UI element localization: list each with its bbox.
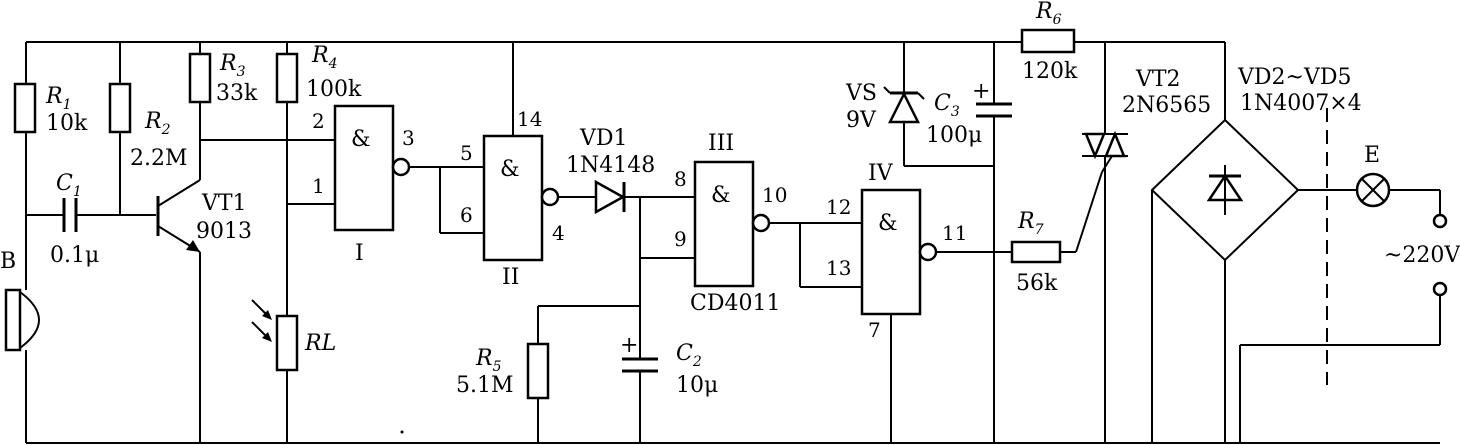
svg-text:R2: R2 <box>144 109 171 138</box>
gate-ii-pin-vdd: 14 <box>517 107 542 131</box>
r4-value: 100k <box>306 77 362 102</box>
resistor-r6: R6 120k <box>1020 0 1078 84</box>
gate-iv-pin-a: 12 <box>826 195 851 219</box>
svg-text:C3: C3 <box>934 91 960 120</box>
svg-text:R3: R3 <box>219 51 246 80</box>
vd1-value: 1N4148 <box>566 153 655 178</box>
resistor-r2: R2 2.2M <box>108 42 188 215</box>
resistor-r4: R4 100k <box>275 42 362 316</box>
microphone-b: B <box>0 249 40 352</box>
gate-i-pin-b: 1 <box>312 174 325 198</box>
gate-ii-pin-b: 6 <box>460 203 473 227</box>
resistor-r7: R7 56k <box>1010 171 1103 296</box>
ic-label: CD4011 <box>690 291 780 316</box>
c3-value: 100μ <box>926 123 982 148</box>
c2-value: 10μ <box>676 373 718 398</box>
gate-iv-pin-b: 13 <box>826 256 851 280</box>
svg-text:R5: R5 <box>475 346 502 375</box>
svg-text:&: & <box>878 211 898 236</box>
svg-text:C2: C2 <box>676 341 702 370</box>
rl-label: RL <box>304 331 336 356</box>
svg-text:+: + <box>620 333 638 358</box>
bridge-rectifier: VD2~VD5 1N4007×4 <box>1150 42 1362 443</box>
svg-text:&: & <box>711 183 731 208</box>
r3-value: 33k <box>216 81 258 106</box>
vt1-label: VT1 <box>201 191 247 216</box>
svg-text:R6: R6 <box>1035 0 1062 28</box>
vt2-label: VT2 <box>1135 67 1181 92</box>
supply-label: ~220V <box>1384 243 1460 268</box>
gate-i-pin-out: 3 <box>402 126 415 150</box>
vd1-label: VD1 <box>579 126 628 151</box>
transistor-vt1: VT1 9013 <box>156 140 252 443</box>
lamp-e: E <box>1355 143 1441 215</box>
svg-text:&: & <box>351 127 371 152</box>
lamp-label: E <box>1364 143 1380 168</box>
capacitor-c3: + C3 100μ <box>926 42 1012 443</box>
r5-value: 5.1M <box>456 373 514 398</box>
bridge-value: 1N4007×4 <box>1240 91 1362 116</box>
gate-iii-label: III <box>708 131 734 156</box>
svg-text:R4: R4 <box>311 43 338 72</box>
svg-text:+: + <box>972 79 990 104</box>
gate-iii-pin-b: 9 <box>674 227 687 251</box>
gate-iv: & 12 13 7 11 IV <box>826 161 967 443</box>
svg-text:&: & <box>500 157 520 182</box>
gate-ii: & 5 6 14 4 II <box>460 42 565 290</box>
r7-value: 56k <box>1016 271 1058 296</box>
svg-text:R1: R1 <box>45 84 72 113</box>
ac-supply: ~220V <box>1239 213 1460 443</box>
vt1-value: 9013 <box>196 219 252 244</box>
gate-ii-pin-out: 4 <box>552 221 565 245</box>
b-label: B <box>0 249 16 274</box>
gate-i: & 2 1 3 I <box>312 104 415 266</box>
resistor-r5: R5 5.1M <box>456 305 640 443</box>
gate-i-pin-a: 2 <box>312 109 325 133</box>
stray-dot <box>400 430 404 434</box>
capacitor-c1: C1 0.1μ <box>26 171 156 268</box>
gate-iv-pin-vss: 7 <box>868 318 881 342</box>
svg-text:R7: R7 <box>1017 209 1044 238</box>
capacitor-c2: + C2 10μ <box>620 333 718 443</box>
gate-iv-label: IV <box>868 161 894 186</box>
r1-value: 10k <box>46 111 88 136</box>
r2-value: 2.2M <box>130 146 188 171</box>
gate-ii-label: II <box>502 265 519 290</box>
vs-label: VS <box>845 81 877 106</box>
r6-value: 120k <box>1022 59 1078 84</box>
svg-text:C1: C1 <box>56 171 82 200</box>
diode-vd1: VD1 1N4148 <box>566 126 695 215</box>
vs-value: 9V <box>846 108 877 133</box>
c1-value: 0.1μ <box>50 243 99 268</box>
gate-i-label: I <box>355 241 364 266</box>
gate-iv-pin-out: 11 <box>942 221 967 245</box>
resistor-r1: R1 10k <box>13 42 88 215</box>
triac-vt2: VT2 2N6565 <box>1082 42 1211 443</box>
photoresistor-rl: RL <box>251 299 336 443</box>
gate-iii-pin-a: 8 <box>674 167 687 191</box>
gate-ii-pin-a: 5 <box>460 141 473 165</box>
bridge-label: VD2~VD5 <box>1237 65 1351 90</box>
gate-iii-pin-out: 10 <box>762 183 787 207</box>
resistor-r3: R3 33k <box>188 42 335 141</box>
vt2-value: 2N6565 <box>1122 93 1211 118</box>
zener-vs: VS 9V <box>845 42 994 167</box>
